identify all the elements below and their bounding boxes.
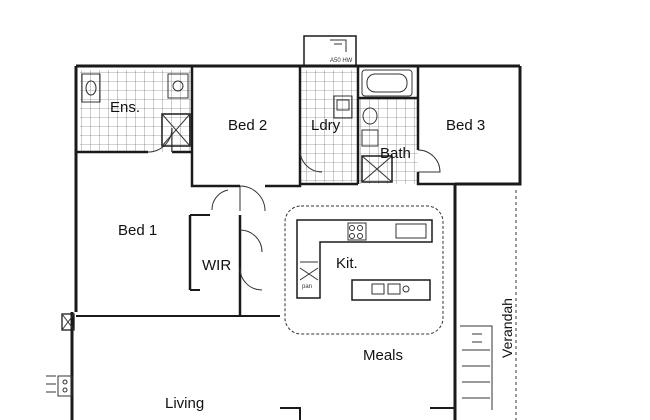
ensuite-fixtures [81,73,191,147]
external-details [46,313,75,397]
room-label-living: Living [165,395,205,412]
room-label-bath: Bath [380,145,411,162]
door-swings [147,127,441,291]
room-label-bed2: Bed 2 [228,117,268,134]
room-label-laundry: Ldry [311,117,341,134]
room-label-kitchen: Kit. [336,255,358,272]
kitchen-benches [296,219,433,301]
pantry-annotation: pan [302,284,313,290]
hws-annotation: A50 HW [330,58,353,64]
kitchen-outline [284,205,444,335]
room-label-wir: WIR [202,257,232,274]
room-label-meals: Meals [363,347,404,364]
laundry-tiles [300,70,358,182]
verandah-edge [460,190,517,420]
hws-box [303,35,357,67]
living-front-wall [280,407,301,420]
internal-walls [76,66,455,316]
room-label-bed1: Bed 1 [118,222,158,239]
laundry-fixtures [333,95,353,119]
room-label-bed3: Bed 3 [446,117,486,134]
bath-tiles [358,98,418,184]
bath-fixtures [361,69,413,183]
room-label-ensuite: Ens. [110,99,141,116]
room-label-verandah: Verandah [499,298,515,358]
